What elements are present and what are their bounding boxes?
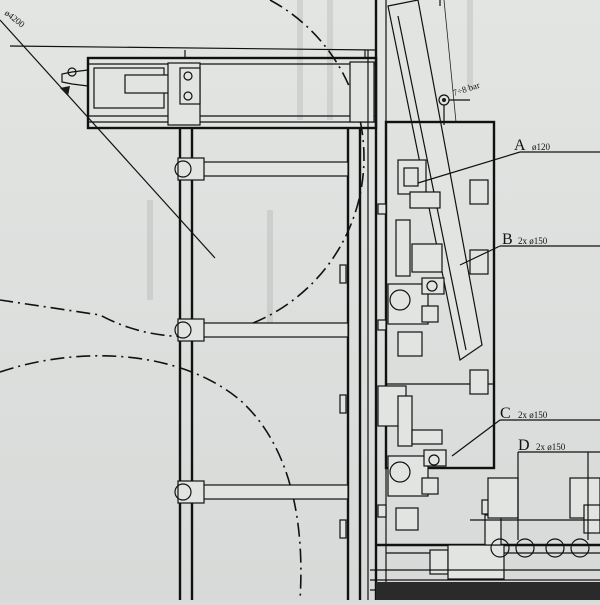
right-column [339, 0, 387, 600]
pressure-note-text: 7÷8 bar [452, 80, 481, 98]
callout-a-spec: ø120 [532, 142, 551, 152]
machine-housing [384, 120, 496, 470]
base-conveyor-assembly [370, 477, 600, 600]
callout-d-letter: D [518, 437, 530, 454]
callout-c-letter: C [500, 405, 511, 422]
gripper-station-upper [377, 159, 445, 357]
callout-a-letter: A [514, 137, 526, 154]
upper-link-arm [9, 45, 378, 130]
callout-b-spec: 2x ø150 [518, 236, 548, 246]
cross-bars [174, 157, 349, 504]
pressure-connection: 7÷8 bar [438, 80, 481, 125]
callout-b: B 2x ø150 [502, 231, 548, 248]
inclined-guide-rail [387, 0, 483, 362]
callout-c-spec: 2x ø150 [518, 410, 548, 420]
left-column [178, 128, 194, 600]
background-texture [147, 0, 473, 330]
gripper-station-lower [377, 385, 447, 531]
callout-leaders [417, 151, 600, 540]
radius-dimension: ø4200 [0, 8, 216, 259]
callout-c: C 2x ø150 [500, 405, 548, 422]
callout-b-letter: B [502, 231, 513, 248]
callout-d-spec: 2x ø150 [536, 442, 566, 452]
callout-a: A ø120 [514, 137, 551, 154]
callout-d: D 2x ø150 [518, 437, 566, 454]
